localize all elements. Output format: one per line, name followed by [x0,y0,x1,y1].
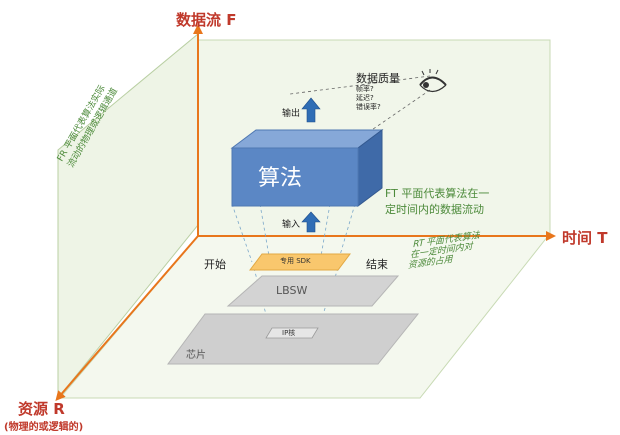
flow-axis-title: 数据流 F [176,11,237,29]
up-arrow-icon [301,97,321,123]
lbsw-label: LBSW [276,284,308,297]
resource-axis [55,235,199,402]
view-line-bottom [359,89,431,139]
time-axis-title: 时间 T [562,229,608,247]
quality-list: 帧率? 延迟? 错误率? [356,85,381,112]
ip-core-plate [265,327,319,339]
ft-plane-annotation: FT 平面代表算法在一 定时间内的数据流动 [385,187,490,216]
end-label: 结束 [366,258,388,271]
up-arrow-icon [301,211,321,233]
quality-title: 数据质量 [356,72,400,85]
input-label: 输入 [282,220,301,230]
quality-item: 错误率? [356,103,381,111]
algorithm-label: 算法 [258,166,303,191]
output-label: 输出 [282,109,301,119]
eye-icon [419,69,447,93]
algorithm-box-front [231,147,359,207]
quality-item: 延迟? [356,94,374,102]
sdk-label: 专用 SDK [280,257,311,265]
ip-core-label: IP核 [282,329,296,337]
resource-axis-note: (物理的或逻辑的) [4,422,84,433]
lbsw-plate [226,275,400,307]
start-label: 开始 [204,258,226,271]
sdk-plate [249,253,351,271]
resource-axis-title: 资源 R [18,400,65,418]
quality-item: 帧率? [356,85,374,93]
algorithm-box-top [230,129,384,149]
chip-plate [167,313,420,365]
chip-label: 芯片 [186,350,206,361]
